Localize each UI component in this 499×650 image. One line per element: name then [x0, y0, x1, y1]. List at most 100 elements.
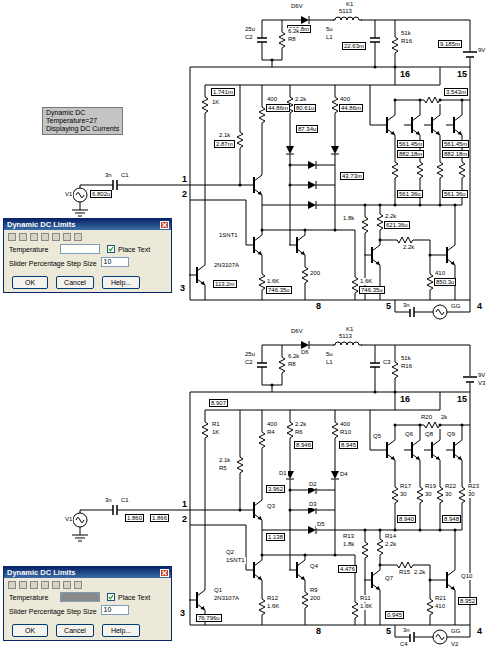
component-label: Q6 — [404, 431, 414, 438]
diode-symbol — [301, 341, 309, 349]
diode-ground — [308, 201, 316, 209]
node-number: 1 — [181, 175, 188, 184]
readout-value: 621.36u — [384, 221, 410, 229]
close-button — [160, 569, 169, 577]
readout-value: 113.2m — [213, 280, 237, 288]
component-label: D5 — [316, 521, 326, 528]
component-label: 51k — [400, 355, 412, 362]
transistor-arrow — [451, 586, 456, 590]
junction-dot — [239, 184, 242, 187]
readout-value: 43.73m — [340, 172, 364, 180]
resistor-symbol — [301, 265, 309, 285]
capacitor-symbol — [113, 179, 117, 191]
resistor-zigzag — [362, 215, 368, 235]
field-label: Place Text — [118, 245, 150, 254]
resistor-ground — [391, 35, 399, 55]
coil-ground — [334, 339, 361, 348]
component-label: 5u — [325, 26, 334, 33]
resistor-symbol — [201, 420, 209, 440]
transistor-leads — [439, 245, 455, 265]
diode-bar — [286, 479, 294, 480]
diode-ground — [331, 146, 339, 154]
resistor-zigzag — [437, 485, 443, 505]
component-label: C3 — [382, 359, 392, 366]
readout-value: 850.3u — [434, 278, 456, 286]
wire — [262, 230, 355, 300]
text-slot: Slider Percentage Step Size — [9, 259, 97, 268]
wire — [205, 392, 440, 410]
transistor-symbol — [364, 245, 380, 265]
readout-value: 0.945 — [385, 611, 404, 619]
diode-triangle — [331, 146, 339, 154]
ground-symbol — [72, 210, 88, 216]
transistor-leads — [379, 115, 395, 135]
transistor-leads — [404, 115, 420, 135]
capacitor-symbol — [113, 504, 117, 516]
node-text: Temperature=27 — [46, 117, 119, 125]
node-text: Displaying DC Currents — [46, 125, 119, 133]
transistor-leads — [446, 440, 462, 460]
component-label: GG — [450, 303, 461, 310]
resistor-symbol — [436, 160, 444, 180]
component-label: 5u — [325, 351, 334, 358]
wire — [262, 520, 263, 560]
component-label: 400 — [339, 96, 351, 103]
coil-symbol — [333, 342, 362, 345]
junction-dot — [374, 66, 377, 69]
component-label: 30 — [399, 491, 408, 498]
resistor-zigzag — [392, 485, 398, 505]
component-label: 3n — [104, 172, 113, 179]
resistor-symbol — [201, 95, 209, 115]
source-symbol — [433, 630, 447, 644]
component-label: 2.2k — [413, 569, 426, 576]
resistor-zigzag — [332, 420, 338, 440]
transistor-arrow — [301, 576, 306, 580]
text-slot: Dynamic DC Limits — [4, 219, 171, 230]
component-label: 2.2k — [384, 541, 397, 548]
resistor-symbol — [416, 485, 424, 505]
transistor-arrow — [376, 261, 381, 265]
junction-dot — [271, 384, 274, 387]
window-title: Dynamic DC Limits — [4, 219, 171, 230]
resistor-zigzag — [459, 160, 465, 180]
node-text: OK — [13, 277, 47, 288]
resistor-symbol — [458, 485, 466, 505]
junction-dot — [379, 204, 382, 207]
diode-ground — [286, 146, 294, 154]
resistor-symbol — [422, 96, 442, 104]
junction-dot — [334, 554, 337, 557]
resistor-ground — [236, 455, 244, 475]
component-label: R12 — [266, 595, 279, 602]
push-button: Cancel — [56, 624, 94, 637]
resistor-zigzag — [437, 160, 443, 180]
component-label: R1 — [211, 421, 221, 428]
junction-dot — [439, 529, 442, 532]
transistor-arrow — [258, 516, 263, 520]
resistor-ground — [391, 485, 399, 505]
capacitor-plates — [370, 363, 380, 367]
transistor-leads — [289, 235, 305, 255]
component-label: 25u — [244, 351, 256, 358]
component-label: Q9 — [446, 431, 456, 438]
wire — [462, 425, 463, 440]
resistor-symbol — [278, 30, 286, 50]
readout-value: 746.35u — [359, 286, 385, 294]
wire — [462, 100, 463, 115]
resistor-ground — [361, 540, 369, 560]
diode-bar — [309, 16, 310, 24]
toolbar-icon — [74, 233, 82, 241]
component-label: 6.2k — [287, 353, 300, 360]
component-label: 1.8k — [342, 541, 355, 548]
transistor-leads — [189, 590, 205, 610]
resistor-symbol — [236, 455, 244, 475]
resistor-symbol — [422, 421, 442, 429]
junction-dot — [239, 509, 242, 512]
text-slot: Place Text — [118, 593, 150, 602]
capacitor-gap — [369, 363, 381, 367]
component-label: C1 — [120, 497, 130, 504]
component-label: 1K — [211, 429, 220, 436]
transistor-arrow — [416, 131, 421, 135]
readout-value: 1.860 — [125, 514, 144, 522]
component-label: R15 — [398, 569, 411, 576]
wire — [365, 530, 462, 531]
